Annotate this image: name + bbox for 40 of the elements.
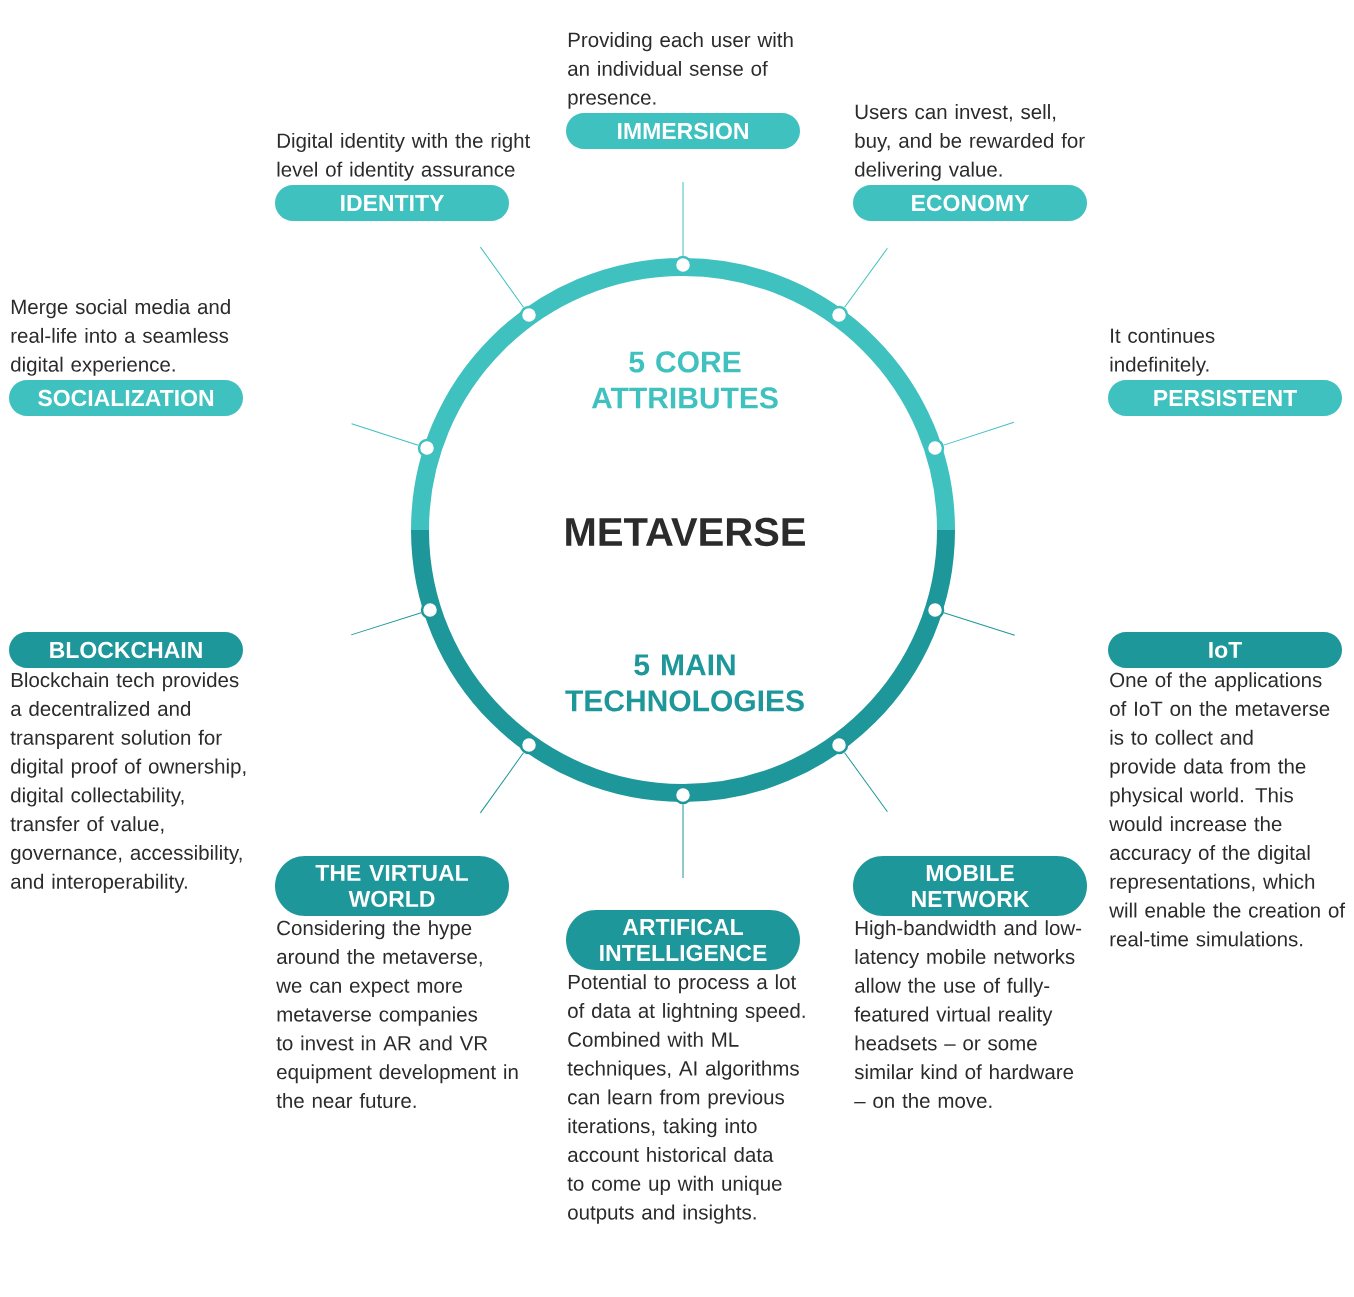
- spoke-line: [682, 803, 684, 879]
- description-text: Merge social media and real-life into a seamless digital experience.: [11, 299, 230, 376]
- description-text: Providing each user with an individual sense of presence.: [568, 32, 793, 109]
- label-pill: THE VIRTUAL WORLD: [275, 856, 509, 916]
- description-text: Users can invest, sell, buy, and be rewarded for delivering value.: [855, 104, 1085, 181]
- spoke-line: [479, 246, 525, 308]
- description-text: Potential to process a lot of data at lightning speed. Combined with ML techniques, AI algorithms can learn from previous iterations, taking into account historical data to come up with unique outputs and insights.: [567, 974, 805, 1224]
- label-pill: SOCIALIZATION: [9, 380, 243, 416]
- spoke-line: [351, 423, 419, 446]
- label-pill: IDENTITY: [275, 185, 509, 221]
- ring-dot: [420, 600, 440, 620]
- spoke-line: [943, 421, 1015, 446]
- ring-dot: [925, 600, 945, 620]
- description-text: High-bandwidth and low-latency mobile networks allow the use of fully-featured virtual reality headsets – or some similar kind of hardware – on the move.: [854, 920, 1082, 1109]
- label-pill: PERSISTENT: [1108, 380, 1342, 416]
- spoke-line: [843, 752, 888, 813]
- description-text: Digital identity with the right level of identity assurance: [277, 132, 531, 181]
- ring-dot: [673, 255, 693, 275]
- label-pill: ECONOMY: [853, 185, 1087, 221]
- ring-dot: [519, 305, 539, 325]
- spoke-line: [843, 247, 888, 308]
- label-pill: MOBILE NETWORK: [853, 856, 1087, 916]
- ring-dot: [519, 735, 539, 755]
- spoke-line: [479, 752, 525, 814]
- ring-dot: [673, 785, 693, 805]
- label-pill: ARTIFICAL INTELLIGENCE: [566, 910, 800, 970]
- label-pill: IoT: [1108, 632, 1342, 668]
- description-text: Blockchain tech provides a decentralized and transparent solution for digital proof of ownership, digital collectability, transfer of value, governance, accessibility, and interoperability.: [10, 672, 246, 893]
- description-text: It continues indefinitely.: [1110, 327, 1215, 376]
- spoke-line: [350, 612, 422, 636]
- ring-dot: [829, 305, 849, 325]
- ring-dot: [417, 438, 437, 458]
- ring-dot: [829, 735, 849, 755]
- label-pill: IMMERSION: [566, 113, 800, 149]
- spoke-line: [682, 181, 684, 257]
- label-pill: BLOCKCHAIN: [9, 632, 243, 668]
- ring-dot: [925, 438, 945, 458]
- description-text: One of the applications of IoT on the metaverse is to collect and provide data from the physical world. This would increase the accuracy of the digital representations, which will enable the creation of real-time simulations.: [1109, 672, 1346, 947]
- description-text: Considering the hype around the metaverse, we can expect more metaverse companies to invest in AR and VR equipment development in the near future.: [276, 920, 518, 1109]
- spoke-line: [943, 612, 1016, 636]
